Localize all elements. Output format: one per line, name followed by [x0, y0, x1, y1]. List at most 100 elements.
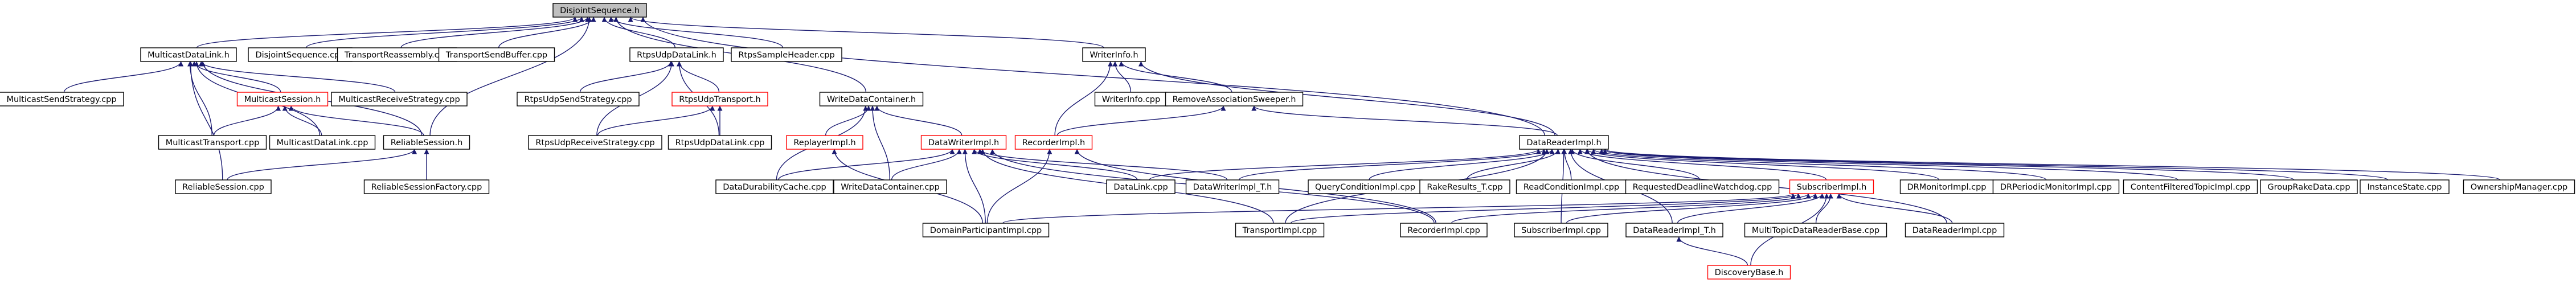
file-node-multicastsession-h[interactable]: MulticastSession.h — [236, 92, 329, 106]
file-node-subscriberimpl-cpp[interactable]: SubscriberImpl.cpp — [1514, 223, 1608, 237]
file-node-label: RtpsUdpTransport.h — [679, 95, 760, 104]
file-node-contentfilteredtopicimpl-cpp[interactable]: ContentFilteredTopicImpl.cpp — [2123, 179, 2258, 194]
file-node-rtpsudpsendstrategy-cpp[interactable]: RtpsUdpSendStrategy.cpp — [517, 92, 640, 106]
file-node-datareaderimpl-t-h[interactable]: DataReaderImpl_T.h — [1625, 223, 1723, 237]
dependency-edge — [628, 17, 1104, 48]
file-node-recorderimpl-h[interactable]: RecorderImpl.h — [1014, 135, 1093, 150]
file-node-label: DataLink.cpp — [1113, 183, 1168, 192]
file-node-removeassociationsweeper-h[interactable]: RemoveAssociationSweeper.h — [1165, 92, 1304, 106]
file-node-rakeresults-t-cpp[interactable]: RakeResults_T.cpp — [1419, 179, 1510, 194]
file-node-writerinfo-cpp[interactable]: WriterInfo.cpp — [1094, 92, 1168, 106]
file-node-box — [363, 179, 490, 194]
file-node-transportreassembly-cpp[interactable]: TransportReassembly.cpp — [337, 47, 457, 62]
file-node-label: RtpsUdpDataLink.h — [637, 51, 716, 60]
file-node-box — [1185, 179, 1280, 194]
file-node-box — [1789, 179, 1874, 194]
file-node-label: ReliableSession.h — [391, 138, 463, 147]
file-node-box — [1082, 47, 1146, 62]
file-node-label: MulticastSession.h — [244, 95, 321, 104]
file-node-box — [1400, 223, 1488, 237]
dependency-edge — [1451, 193, 1811, 224]
file-node-box — [1419, 179, 1510, 194]
file-node-label: DataWriterImpl.h — [928, 138, 999, 147]
file-node-label: RakeResults_T.cpp — [1427, 183, 1502, 192]
file-node-transportsendbuffer-cpp[interactable]: TransportSendBuffer.cpp — [438, 47, 555, 62]
file-node-subscriberimpl-h[interactable]: SubscriberImpl.h — [1789, 179, 1874, 194]
file-node-label: GroupRakeData.cpp — [2267, 183, 2350, 192]
file-node-datareaderimpl-cpp[interactable]: DataReaderImpl.cpp — [1905, 223, 2005, 237]
file-node-label: RtpsUdpReceiveStrategy.cpp — [535, 138, 654, 147]
file-node-box — [2260, 179, 2358, 194]
file-node-instancestate-cpp[interactable]: InstanceState.cpp — [2360, 179, 2450, 194]
file-node-datawriterimpl-h[interactable]: DataWriterImpl.h — [920, 135, 1007, 150]
file-node-recorderimpl-cpp[interactable]: RecorderImpl.cpp — [1400, 223, 1488, 237]
file-node-box — [1014, 135, 1093, 150]
file-node-label: DRMonitorImpl.cpp — [1907, 183, 1987, 192]
file-node-datawriterimpl-t-h[interactable]: DataWriterImpl_T.h — [1185, 179, 1280, 194]
file-node-label: RecorderImpl.h — [1022, 138, 1085, 147]
dependency-edge — [579, 61, 674, 93]
file-node-requesteddeadlinewatchdog-cpp[interactable]: RequestedDeadlineWatchdog.cpp — [1625, 179, 1780, 194]
dependency-edge — [305, 17, 584, 48]
file-node-label: RemoveAssociationSweeper.h — [1173, 95, 1296, 104]
file-node-rtpsudptransport-h[interactable]: RtpsUdpTransport.h — [671, 92, 768, 106]
file-node-domainparticipantimpl-cpp[interactable]: DomainParticipantImpl.cpp — [922, 223, 1050, 237]
file-node-drmonitorimpl-cpp[interactable]: DRMonitorImpl.cpp — [1899, 179, 1994, 194]
file-node-multicastsendstrategy-cpp[interactable]: MulticastSendStrategy.cpp — [0, 92, 124, 106]
dependency-edge — [1251, 105, 1558, 136]
file-node-writerinfo-h[interactable]: WriterInfo.h — [1082, 47, 1146, 62]
file-node-box — [1519, 135, 1609, 150]
file-node-multicastreceivestrategy-cpp[interactable]: MulticastReceiveStrategy.cpp — [331, 92, 468, 106]
file-node-rtpsudpdatalink-h[interactable]: RtpsUdpDataLink.h — [629, 47, 724, 62]
file-node-grouprakedata-cpp[interactable]: GroupRakeData.cpp — [2260, 179, 2358, 194]
file-node-replayerimpl-h[interactable]: ReplayerImpl.h — [786, 135, 863, 150]
file-node-box — [922, 223, 1050, 237]
file-node-box — [920, 135, 1007, 150]
file-node-multicastdatalink-cpp[interactable]: MulticastDataLink.cpp — [269, 135, 376, 150]
dependency-edge — [1566, 193, 1818, 224]
file-node-discoverybase-h[interactable]: DiscoveryBase.h — [1707, 265, 1791, 280]
file-node-label: TransportSendBuffer.cpp — [445, 51, 547, 60]
file-node-reliablesession-cpp[interactable]: ReliableSession.cpp — [175, 179, 272, 194]
file-node-box — [819, 92, 924, 106]
file-node-ownershipmanager-cpp[interactable]: OwnershipManager.cpp — [2463, 179, 2575, 194]
dependency-edge — [1562, 149, 1572, 181]
file-node-datadurabilitycache-cpp[interactable]: DataDurabilityCache.cpp — [715, 179, 834, 194]
dependency-edge — [188, 61, 223, 181]
file-node-label: ContentFilteredTopicImpl.cpp — [2131, 183, 2250, 192]
file-node-label: RtpsSampleHeader.cpp — [738, 51, 834, 60]
dependency-edge — [1119, 61, 1232, 93]
file-node-box — [1516, 179, 1627, 194]
file-node-reliablesession-h[interactable]: ReliableSession.h — [383, 135, 470, 150]
file-node-datalink-cpp[interactable]: DataLink.cpp — [1106, 179, 1176, 194]
file-node-rtpsudpreceivestrategy-cpp[interactable]: RtpsUdpReceiveStrategy.cpp — [528, 135, 662, 150]
dependency-edge — [196, 17, 578, 48]
file-node-multicastdatalink-h[interactable]: MulticastDataLink.h — [140, 47, 237, 62]
file-node-label: TransportReassembly.cpp — [344, 51, 449, 60]
file-node-writedatacontainer-h[interactable]: WriteDataContainer.h — [819, 92, 924, 106]
file-node-datareaderimpl-h[interactable]: DataReaderImpl.h — [1519, 135, 1609, 150]
file-node-readconditionimpl-cpp[interactable]: ReadConditionImpl.cpp — [1516, 179, 1627, 194]
file-node-box — [715, 179, 834, 194]
file-node-drperiodicmonitorimpl-cpp[interactable]: DRPeriodicMonitorImpl.cpp — [1992, 179, 2120, 194]
dependency-edge — [1602, 149, 2389, 181]
dependency-edge — [1815, 193, 1833, 224]
file-node-rtpsudpdatalink-cpp[interactable]: RtpsUdpDataLink.cpp — [667, 135, 772, 150]
file-node-label: DRPeriodicMonitorImpl.cpp — [2000, 183, 2112, 192]
file-node-queryconditionimpl-cpp[interactable]: QueryConditionImpl.cpp — [1308, 179, 1423, 194]
file-node-writedatacontainer-cpp[interactable]: WriteDataContainer.cpp — [833, 179, 947, 194]
file-node-multitopicdatareaderbase-cpp[interactable]: MultiTopicDataReaderBase.cpp — [1744, 223, 1887, 237]
file-node-reliablesessionfactory-cpp[interactable]: ReliableSessionFactory.cpp — [363, 179, 490, 194]
dependency-edge — [282, 105, 322, 136]
file-node-box — [383, 135, 470, 150]
file-node-label: WriterInfo.cpp — [1102, 95, 1160, 104]
file-node-disjointsequence-cpp[interactable]: DisjointSequence.cpp — [248, 47, 353, 62]
dependency-edge — [597, 105, 715, 136]
file-node-label: SubscriberImpl.h — [1797, 183, 1867, 192]
file-node-rtpssampleheader-cpp[interactable]: RtpsSampleHeader.cpp — [731, 47, 842, 62]
file-node-disjointsequence-h[interactable]: DisjointSequence.h — [552, 3, 647, 18]
file-node-box — [175, 179, 272, 194]
file-node-multicasttransport-cpp[interactable]: MulticastTransport.cpp — [158, 135, 267, 150]
file-node-transportimpl-cpp[interactable]: TransportImpl.cpp — [1235, 223, 1325, 237]
